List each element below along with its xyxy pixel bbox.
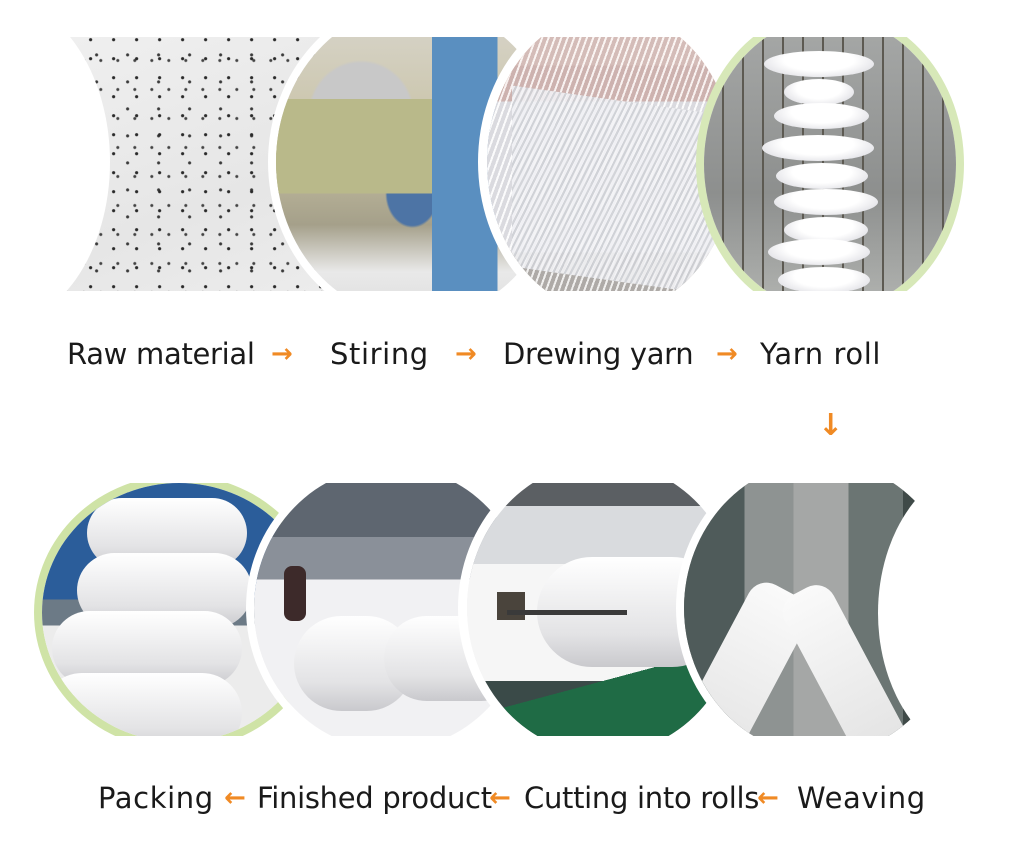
step-packing: Packing xyxy=(98,781,214,815)
crescent-mask xyxy=(0,37,110,291)
top-step-labels: Raw material → Stiring → Drewing yarn → … xyxy=(0,334,1024,374)
step-drewing-yarn: Drewing yarn xyxy=(503,337,694,371)
photo-yarn-roll xyxy=(696,37,964,291)
bottom-photo-strip xyxy=(0,483,1024,736)
left-arrow-icon: ← xyxy=(489,783,511,813)
right-arrow-icon: → xyxy=(716,339,738,369)
right-arrow-icon: → xyxy=(271,339,293,369)
top-photo-strip xyxy=(0,37,1024,291)
step-yarn-roll: Yarn roll xyxy=(760,337,882,371)
down-arrow-icon: ↓ xyxy=(818,408,844,443)
step-stiring: Stiring xyxy=(330,337,429,371)
step-weaving: Weaving xyxy=(797,781,926,815)
step-raw-material: Raw material xyxy=(67,337,255,371)
step-cutting-into-rolls: Cutting into rolls xyxy=(524,781,760,815)
left-arrow-icon: ← xyxy=(224,783,246,813)
left-arrow-icon: ← xyxy=(757,783,779,813)
right-arrow-icon: → xyxy=(455,339,477,369)
bottom-step-labels: Packing ← Finished product ← Cutting int… xyxy=(0,778,1024,818)
crescent-mask xyxy=(878,483,1024,736)
step-finished-product: Finished product xyxy=(257,781,492,815)
